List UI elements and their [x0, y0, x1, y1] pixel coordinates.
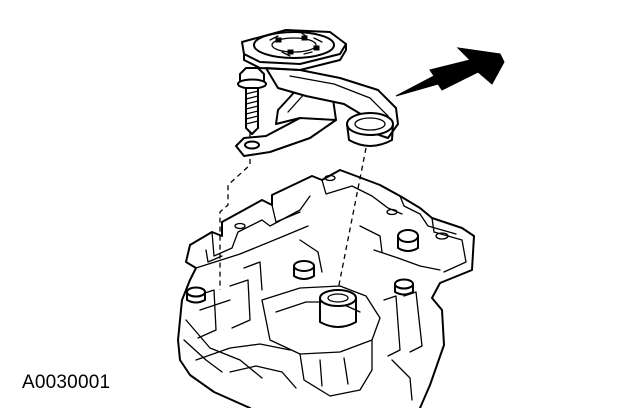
- engine-block: [177, 169, 475, 408]
- direction-arrow: [395, 47, 505, 97]
- figure-id-label: A0030001: [22, 372, 111, 393]
- alignment-lines: [219, 132, 367, 291]
- oil-pump-pickup-tube: [235, 29, 399, 157]
- flanged-bolt: [237, 67, 267, 135]
